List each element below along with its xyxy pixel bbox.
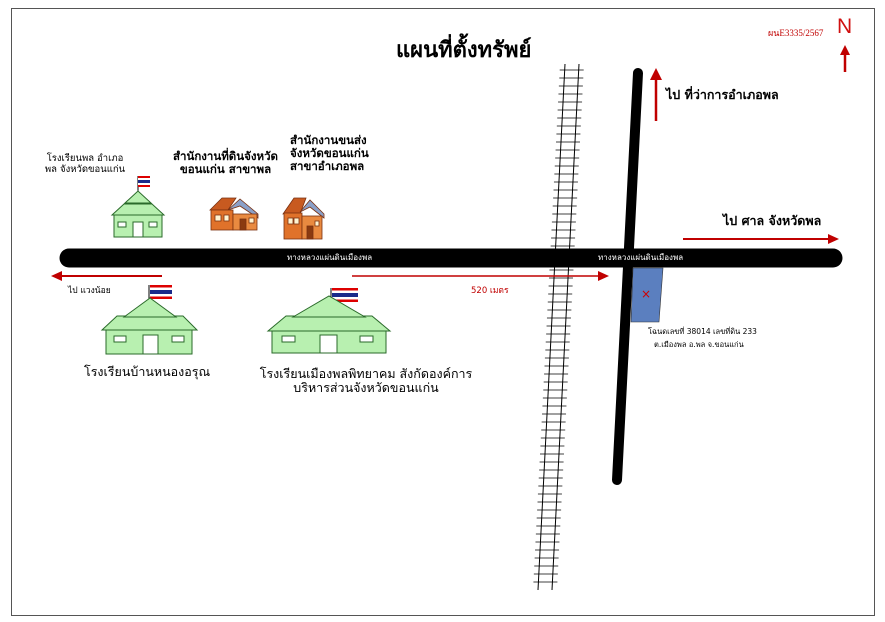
map-frame (11, 8, 875, 616)
school-building-icon (266, 295, 392, 354)
office-building-icon (209, 197, 259, 231)
railway-ties (533, 69, 584, 583)
label-distance: 520 เมตร (471, 286, 509, 296)
railway-track (533, 63, 584, 591)
office-building-icon (282, 197, 325, 240)
road-label-left: ทางหลวงแผ่นดินเมืองพล (287, 253, 373, 262)
land-parcel (630, 267, 664, 323)
label-transport-office-line2: จังหวัดขอนแก่น (290, 146, 369, 161)
label-parcel-line1: โฉนดเลขที่ 38014 เลขที่ดิน 233 (648, 327, 757, 336)
label-land-office-line1: สำนักงานที่ดินจังหวัด (172, 149, 278, 163)
school-building-icon (110, 190, 166, 238)
label-school-nong-orun: โรงเรียนบ้านหนองอรุณ (84, 364, 211, 379)
label-school-phon: โรงเรียนพล อำเภอ พล จังหวัดขอนแก่น (35, 153, 135, 176)
label-land-office: สำนักงานที่ดินจังหวัด ขอนแก่น สาขาพล (163, 149, 288, 177)
label-parcel-line2: ต.เมืองพล อ.พล จ.ขอนแก่น (654, 339, 744, 349)
label-parcel-info: โฉนดเลขที่ 38014 เลขที่ดิน 233 ต.เมืองพล… (648, 327, 757, 349)
label-transport-office-line3: สาขาอำเภอพล (290, 159, 365, 174)
railway-rail-left (537, 63, 566, 591)
document-code: ผนE3335/2567 (768, 28, 824, 38)
north-label: N (837, 15, 853, 38)
label-transport-office: สำนักงานขนส่ง จังหวัดขอนแก่น สาขาอำเภอพล (290, 133, 369, 174)
label-to-court: ไป ศาล จังหวัดพล (723, 213, 822, 228)
label-to-district-office: ไป ที่ว่าการอำเภอพล (666, 87, 779, 102)
label-school-muang-phon: โรงเรียนเมืองพลพิทยาคม สังกัดองค์การ บริ… (250, 366, 482, 396)
label-school-phon-line1: โรงเรียนพล อำเภอ (46, 153, 124, 164)
map-title: แผนที่ตั้งทรัพย์ (396, 37, 532, 63)
label-school-muang-phon-line1: โรงเรียนเมืองพลพิทยาคม สังกัดองค์การ (259, 366, 473, 381)
direction-arrows (51, 45, 850, 281)
label-land-office-line2: ขอนแก่น สาขาพล (179, 162, 272, 177)
label-school-phon-line2: พล จังหวัดขอนแก่น (44, 163, 126, 175)
label-school-muang-phon-line2: บริหารส่วนจังหวัดขอนแก่น (293, 380, 439, 396)
label-to-waeng-noi: ไป แวงน้อย (68, 286, 111, 296)
road-vertical (612, 68, 643, 485)
school-building-icon (100, 297, 199, 355)
label-transport-office-line1: สำนักงานขนส่ง (290, 133, 367, 147)
road-label-right: ทางหลวงแผ่นดินเมืองพล (598, 253, 684, 262)
railway-rail-right (551, 63, 580, 591)
parcel-mark: × (641, 287, 651, 301)
